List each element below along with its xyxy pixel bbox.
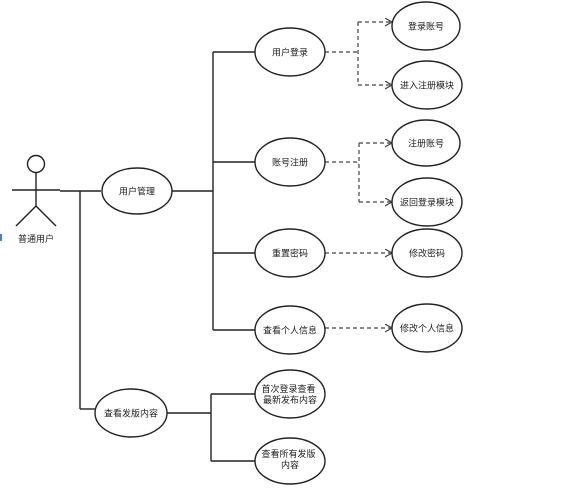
node-register-account-shape — [391, 119, 461, 167]
node-back-to-login[interactable]: 返回登录模块 — [391, 177, 463, 227]
node-login-shape — [254, 27, 326, 77]
node-user-mgmt[interactable]: 用户管理 — [101, 167, 173, 215]
node-first-login-view-line-2: 最新发布内容 — [263, 394, 317, 406]
node-register-account[interactable]: 注册账号 — [391, 119, 461, 167]
node-login[interactable]: 用户登录 — [254, 27, 326, 77]
node-goto-register[interactable]: 进入注册模块 — [391, 60, 463, 110]
node-view-all-release-shape — [254, 437, 326, 485]
dashed-edges — [325, 22, 392, 328]
node-first-login-view-shape — [254, 369, 326, 419]
node-edit-profile[interactable]: 修改个人信息 — [391, 303, 463, 353]
node-change-pwd[interactable]: 修改密码 — [391, 228, 463, 278]
node-register-shape — [254, 137, 326, 187]
actor-label: 普通用户 — [18, 233, 54, 245]
actor-head — [26, 154, 46, 174]
node-view-all-release-line-1: 查看所有发版 — [262, 448, 316, 460]
solid-edges — [60, 51, 255, 462]
node-reset-pwd-shape — [254, 228, 326, 278]
node-edit-profile-shape — [391, 303, 463, 353]
edge-mark — [0, 234, 2, 241]
node-view-release[interactable]: 查看发版内容 — [94, 388, 168, 438]
node-register-account-label: 注册账号 — [408, 138, 444, 150]
node-back-to-login-shape — [391, 177, 463, 227]
node-view-release-label: 查看发版内容 — [104, 408, 158, 420]
node-edit-profile-label: 修改个人信息 — [400, 323, 454, 335]
node-login-account[interactable]: 登录账号 — [391, 1, 461, 51]
actor-left-leg — [15, 205, 37, 227]
node-reset-pwd-label: 重置密码 — [272, 248, 308, 260]
actor-right-leg — [35, 205, 57, 227]
node-login-account-label: 登录账号 — [408, 22, 444, 33]
actor-user[interactable]: 普通用户 — [12, 154, 60, 246]
node-view-profile[interactable]: 查看个人信息 — [254, 305, 326, 355]
node-user-mgmt-shape — [101, 167, 173, 215]
node-change-pwd-shape — [391, 228, 463, 278]
node-register-label: 账号注册 — [272, 157, 308, 169]
node-first-login-view-line-1: 首次登录查看 — [262, 383, 316, 395]
node-view-profile-shape — [254, 305, 326, 355]
node-view-all-release-label: 查看所有发版 内容 — [262, 448, 319, 471]
node-view-release-shape — [94, 388, 168, 438]
node-view-all-release[interactable]: 查看所有发版 内容 — [254, 437, 326, 485]
node-goto-register-shape — [391, 60, 463, 110]
node-register[interactable]: 账号注册 — [254, 137, 326, 187]
node-back-to-login-label: 返回登录模块 — [400, 197, 454, 209]
node-goto-register-label: 进入注册模块 — [400, 80, 454, 92]
node-first-login-view[interactable]: 首次登录查看 最新发布内容 — [254, 369, 326, 419]
node-user-mgmt-label: 用户管理 — [119, 186, 155, 198]
node-view-profile-label: 查看个人信息 — [263, 325, 317, 337]
node-login-account-shape — [391, 1, 461, 51]
node-first-login-view-label: 首次登录查看 最新发布内容 — [262, 383, 319, 406]
node-change-pwd-label: 修改密码 — [409, 248, 445, 260]
node-reset-pwd[interactable]: 重置密码 — [254, 228, 326, 278]
node-view-all-release-line-2: 内容 — [281, 459, 299, 471]
node-login-label: 用户登录 — [272, 47, 308, 59]
